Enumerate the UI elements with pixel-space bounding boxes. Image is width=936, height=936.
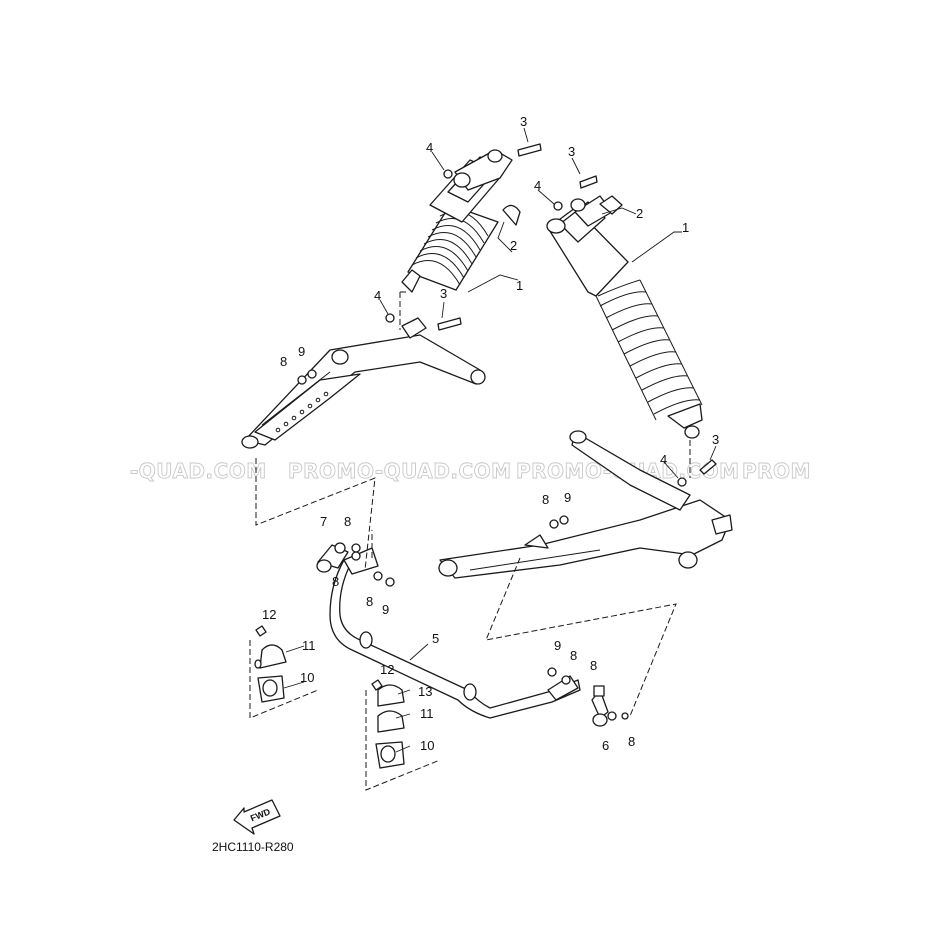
- callout-13: 13: [418, 684, 432, 699]
- callout-3-left-arm: 3: [440, 286, 447, 301]
- callout-8: 8: [280, 354, 287, 369]
- callout-2-left: 2: [510, 238, 517, 253]
- callout-8: 8: [590, 658, 597, 673]
- callout-1-right: 1: [682, 220, 689, 235]
- callout-8: 8: [542, 492, 549, 507]
- callout-1-left: 1: [516, 278, 523, 293]
- callout-4-left-arm: 4: [374, 288, 381, 303]
- callout-labels: 1 1 2 2 3 3 3 3 4 4 4 4 5 6 7 8 8 8 8 8 …: [262, 114, 719, 753]
- bushing-set-left: [254, 625, 287, 703]
- callout-12: 12: [262, 607, 276, 622]
- left-a-arm: [241, 317, 486, 449]
- fwd-arrow-icon: FWD: [233, 799, 281, 835]
- watermark-text: PROM: [742, 459, 811, 483]
- callout-3-right-arm: 3: [712, 432, 719, 447]
- callout-3-top-left: 3: [520, 114, 527, 129]
- callout-9: 9: [298, 344, 305, 359]
- watermark-text: PROMO-QUAD.COM: [288, 459, 512, 483]
- callout-5: 5: [432, 631, 439, 646]
- callout-11: 11: [302, 638, 316, 653]
- right-a-arm: [438, 430, 733, 579]
- callout-10: 10: [300, 670, 314, 685]
- right-shock-absorber: [546, 195, 703, 439]
- callout-9: 9: [554, 638, 561, 653]
- reference-lines: [249, 291, 691, 791]
- stabilizer-bar: [329, 547, 581, 719]
- callout-11: 11: [420, 706, 434, 721]
- callout-10: 10: [420, 738, 434, 753]
- callout-4-top-left: 4: [426, 140, 433, 155]
- leader-lines: [283, 127, 717, 753]
- callout-8: 8: [570, 648, 577, 663]
- callout-6: 6: [602, 738, 609, 753]
- watermark-text: -QUAD.COM: [130, 459, 267, 483]
- callout-4-right-arm: 4: [660, 452, 667, 467]
- callout-4-top-right: 4: [534, 178, 541, 193]
- callout-8: 8: [628, 734, 635, 749]
- bushing-set-right: [371, 679, 405, 769]
- callout-3-top-right: 3: [568, 144, 575, 159]
- callout-7: 7: [320, 514, 327, 529]
- left-shock-absorber: [401, 149, 521, 293]
- callout-8: 8: [332, 574, 339, 589]
- callout-12: 12: [380, 662, 394, 677]
- fasteners: [297, 143, 717, 721]
- callout-9: 9: [382, 602, 389, 617]
- diagram-code: 2HC1110-R280: [212, 840, 294, 854]
- callout-8: 8: [366, 594, 373, 609]
- callout-9: 9: [564, 490, 571, 505]
- callout-2-right: 2: [636, 206, 643, 221]
- callout-8: 8: [344, 514, 351, 529]
